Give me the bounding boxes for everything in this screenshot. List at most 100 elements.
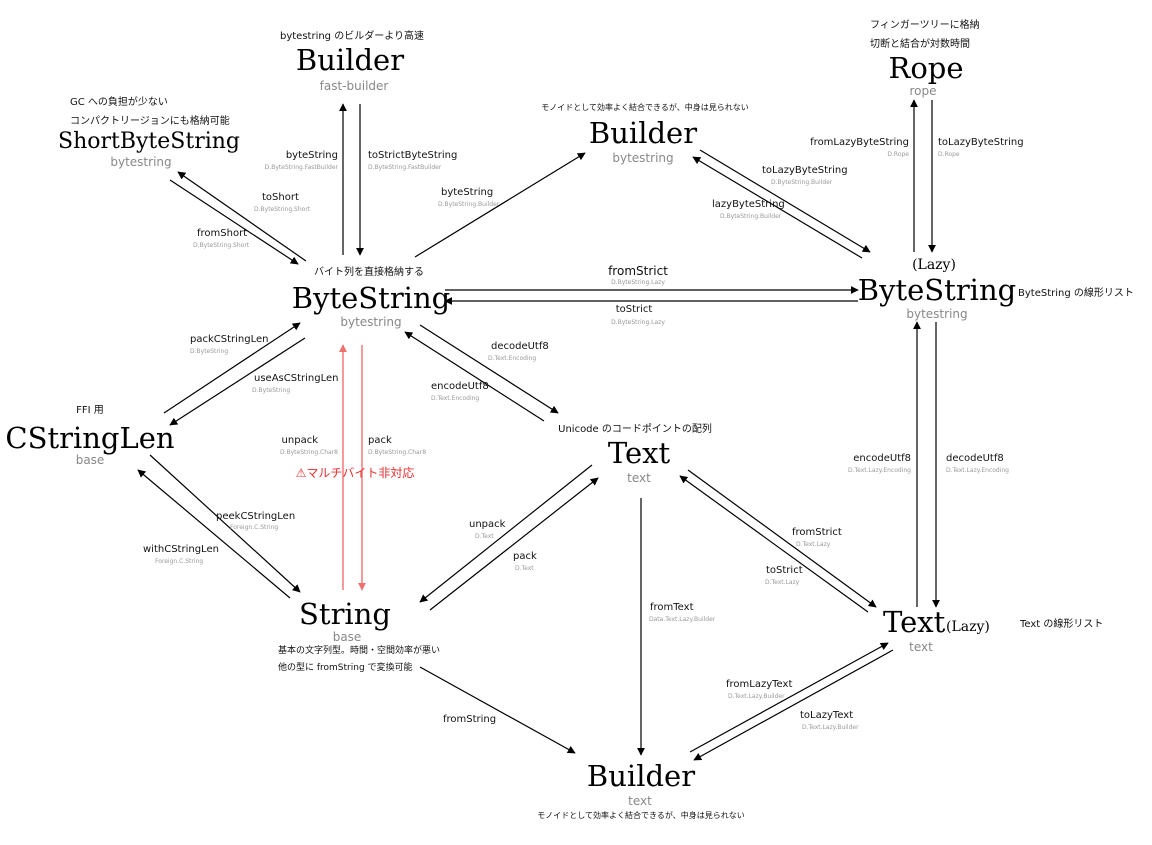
function-name: fromShort: [197, 228, 248, 239]
function-name: toStrict: [615, 304, 653, 315]
node-note: ByteString の線形リスト: [1018, 288, 1134, 299]
function-name: toStrictByteString: [368, 150, 458, 161]
node-package: text: [627, 471, 651, 485]
node-note: GC への負担が少ない: [70, 97, 168, 108]
edge-tostrict-text: [679, 475, 869, 613]
edge-peekcstringlen: [149, 454, 301, 593]
edge-fromlazytext: [689, 642, 889, 753]
function-name: fromLazyText: [726, 679, 793, 690]
module-name: D.ByteString: [190, 348, 229, 355]
function-name: toLazyByteString: [762, 165, 848, 176]
node-package: bytestring: [612, 151, 674, 165]
node-package: text: [628, 794, 652, 808]
function-name: toShort: [262, 192, 299, 203]
node-package: base: [75, 453, 105, 467]
node-title: String: [299, 597, 391, 631]
edge-useascstringlen: [169, 337, 306, 426]
edge-tolazytext: [693, 649, 894, 761]
module-name: D.Rope: [938, 151, 960, 158]
node-package: fast-builder: [319, 79, 389, 93]
module-name: D.ByteString.Builder: [438, 201, 500, 208]
module-name: D.ByteString.Builder: [771, 179, 833, 186]
edge-fromstring: [419, 666, 576, 754]
node-title: Builder: [586, 759, 696, 793]
function-name: lazyByteString: [712, 199, 785, 210]
edge-tolazybytestring: [699, 149, 871, 253]
node-note: FFI 用: [76, 405, 104, 416]
edge-pack-text: [429, 477, 599, 611]
node-title: Rope: [888, 51, 964, 85]
node-title: ByteString: [857, 273, 1017, 307]
module-name: D.ByteString.Builder: [720, 213, 782, 220]
function-name: decodeUtf8: [946, 453, 1004, 464]
node-package: base: [332, 630, 362, 644]
function-name: fromString: [443, 714, 497, 725]
node-suffix: (Lazy): [946, 619, 990, 635]
module-name: Foreign.C.String: [155, 558, 204, 565]
function-name: toLazyText: [800, 710, 854, 721]
function-name: encodeUtf8: [853, 453, 911, 464]
function-name: packCStringLen: [190, 334, 269, 345]
function-name: useAsCStringLen: [254, 373, 339, 384]
module-name: D.ByteString.Short: [193, 242, 250, 249]
module-name: D.Text.Lazy.Encoding: [848, 467, 911, 474]
node-package: rope: [909, 84, 937, 98]
module-name: D.Rope: [887, 151, 909, 158]
module-name: D.Text.Lazy: [765, 579, 800, 586]
node-package: bytestring: [906, 307, 968, 321]
node-note: Text の線形リスト: [1020, 619, 1104, 630]
function-name: toStrict: [766, 565, 803, 576]
module-name: Foreign.C.String: [230, 524, 279, 531]
node-note: 他の型に fromString で変換可能: [278, 663, 413, 673]
edge-decodeutf8: [419, 324, 559, 414]
function-name: fromStrict: [608, 264, 668, 278]
module-name: D.Text.Lazy.Builder: [802, 724, 859, 731]
node-note: Unicode のコードポイントの配列: [558, 424, 712, 435]
function-name: pack: [513, 551, 537, 562]
function-name: fromLazyByteString: [810, 137, 909, 148]
module-name: D.ByteString.FastBuilder: [264, 164, 338, 171]
node-package: bytestring: [110, 155, 172, 169]
node-note: コンパクトリージョンにも格納可能: [70, 116, 230, 127]
edge-toshort: [177, 171, 307, 262]
module-name: D.ByteString.FastBuilder: [368, 164, 442, 171]
node-title: Builder: [588, 116, 698, 150]
multibyte-warning: ⚠マルチバイト非対応: [295, 466, 415, 480]
function-name: toLazyByteString: [938, 137, 1024, 148]
edge-bytestring-builder: [414, 152, 586, 258]
module-name: D.Text.Encoding: [431, 395, 480, 402]
edge-encodeutf8: [404, 331, 545, 422]
node-package: bytestring: [340, 315, 402, 329]
function-name: decodeUtf8: [491, 341, 549, 352]
node-note: bytestring のビルダーより高速: [279, 31, 425, 42]
module-name: D.Text.Lazy: [796, 541, 831, 548]
module-name: D.ByteString.Short: [254, 206, 311, 213]
module-name: D.Text.Lazy.Builder: [728, 693, 785, 700]
function-name: fromStrict: [792, 527, 842, 538]
module-name: D.ByteString: [252, 387, 291, 394]
edge-withcstringlen: [137, 469, 291, 599]
function-name: encodeUtf8: [431, 381, 489, 392]
node-note: バイト列を直接格納する: [314, 267, 424, 278]
node-note: モノイドとして効率よく結合できるが、中身は見られない: [541, 103, 749, 112]
node-title: ShortByteString: [57, 129, 241, 154]
module-name: D.ByteString.Char8: [279, 449, 338, 456]
module-name: Data.Text.Lazy.Builder: [649, 616, 716, 623]
module-name: D.ByteString.Char8: [368, 449, 427, 456]
node-note: フィンガーツリーに格納: [870, 20, 980, 31]
node-note: 基本の文字列型。時間・空間効率が悪い: [278, 646, 441, 656]
module-name: D.Text.Encoding: [488, 355, 537, 362]
node-package: text: [909, 640, 933, 654]
module-name: D.ByteString.Lazy: [611, 279, 665, 286]
module-name: D.Text: [515, 565, 534, 572]
edge-lazybytestring: [692, 156, 863, 259]
function-name: byteString: [285, 150, 338, 161]
node-title: Text: [883, 605, 946, 639]
node-title: Builder: [295, 43, 405, 77]
function-name: peekCStringLen: [216, 511, 296, 522]
module-name: D.ByteString.Lazy: [611, 319, 665, 326]
function-name: fromText: [650, 602, 694, 613]
module-name: D.Text: [475, 533, 494, 540]
